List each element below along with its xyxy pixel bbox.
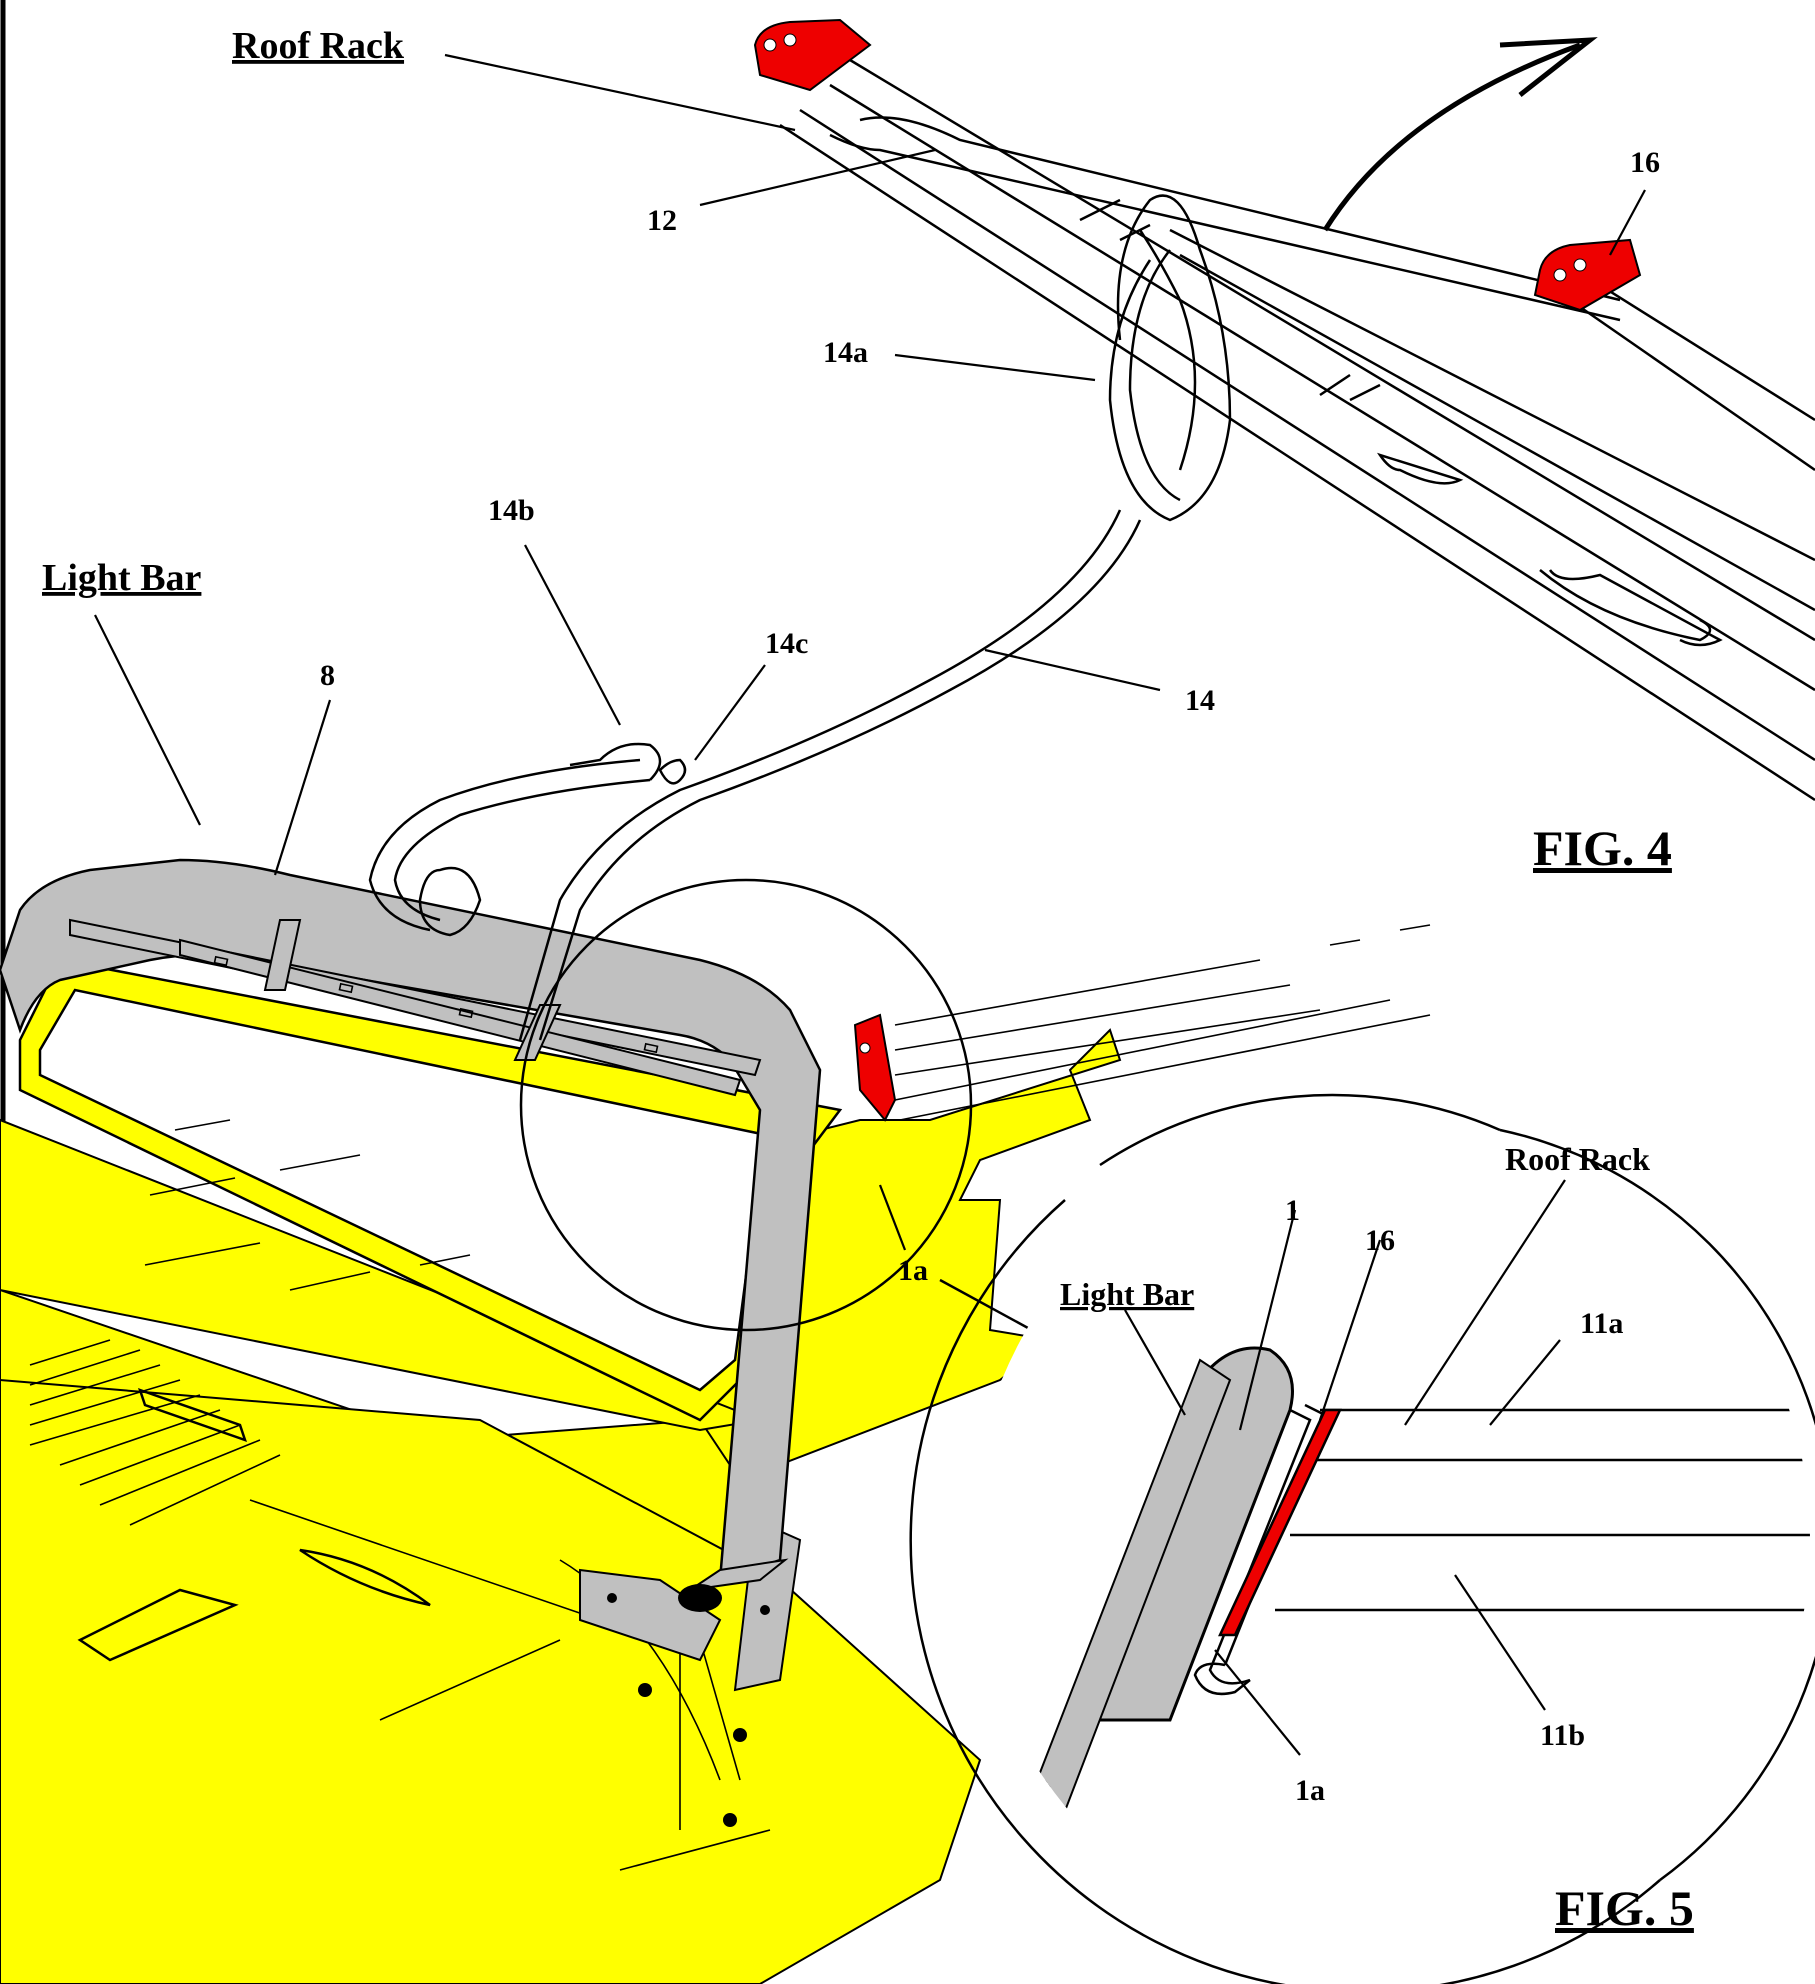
leader-lines <box>94 53 1646 1756</box>
label-1: 1 <box>1285 1194 1300 1227</box>
label-8: 8 <box>320 659 335 692</box>
label-light-bar: Light Bar <box>42 557 202 599</box>
light-bar <box>0 858 822 1612</box>
label-roof-rack-detail: Roof Rack <box>1505 1141 1650 1177</box>
label-fig4: FIG. 4 <box>1533 820 1672 876</box>
corner-bracket <box>853 924 1431 1122</box>
fig5-detail <box>909 1093 1815 1984</box>
label-12: 12 <box>647 204 677 237</box>
label-1a-main: 1a <box>898 1254 928 1287</box>
label-11b: 11b <box>1540 1719 1585 1752</box>
label-light-bar-detail: Light Bar <box>1060 1276 1194 1312</box>
tie-down-strap <box>368 194 1232 1041</box>
vehicle-body <box>0 958 1122 1984</box>
label-14c: 14c <box>765 627 808 660</box>
label-roof-rack: Roof Rack <box>232 25 405 67</box>
label-11a: 11a <box>1580 1307 1623 1340</box>
roof-rack <box>753 18 1815 802</box>
label-16-detail: 16 <box>1365 1224 1395 1257</box>
label-14b: 14b <box>488 494 535 527</box>
label-fig5: FIG. 5 <box>1555 1880 1694 1936</box>
label-1a-detail: 1a <box>1295 1774 1325 1807</box>
label-14: 14 <box>1185 684 1215 717</box>
label-16-top: 16 <box>1630 146 1660 179</box>
rotation-arrow <box>1322 37 1598 232</box>
label-14a: 14a <box>823 336 868 369</box>
